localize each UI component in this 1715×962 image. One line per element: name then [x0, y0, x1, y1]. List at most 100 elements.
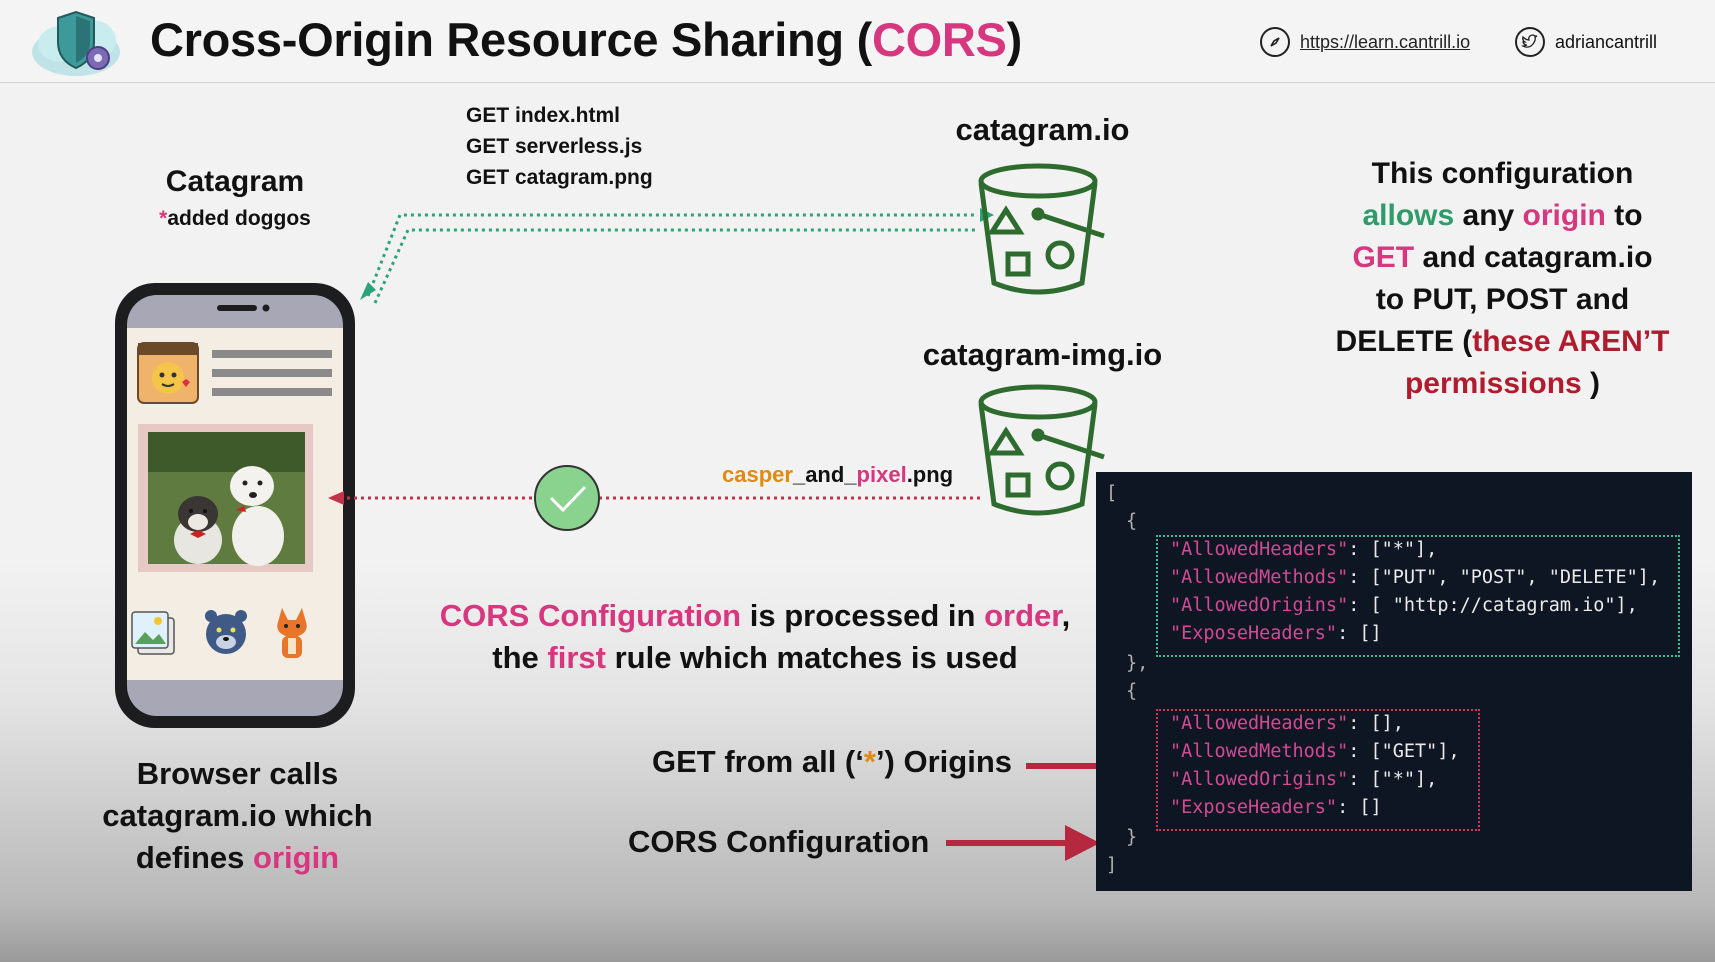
note-these-arent: these AREN’T — [1472, 325, 1670, 358]
filename-part1: casper — [722, 462, 793, 487]
code-value: : ["GET"], — [1348, 741, 1460, 762]
browser-line: defines origin — [80, 837, 395, 879]
code-line: "AllowedHeaders": ["*"], — [1170, 536, 1437, 564]
code-key: "ExposeHeaders" — [1170, 623, 1338, 644]
order-cors-config: CORS Configuration — [439, 598, 742, 633]
code-open-bracket: [ — [1106, 483, 1118, 504]
app-note-asterisk: * — [159, 207, 168, 230]
get-all-prefix: GET from all (‘ — [652, 744, 864, 779]
code-value: : [] — [1337, 797, 1382, 818]
filename-ext: .png — [906, 462, 954, 487]
order-first: first — [547, 640, 606, 675]
code-value: : [] — [1337, 623, 1382, 644]
code-line: "AllowedHeaders": [], — [1170, 710, 1404, 738]
bucket-catagram-icon — [978, 163, 1105, 295]
note-close: ) — [1581, 367, 1601, 400]
code-key: "AllowedHeaders" — [1170, 713, 1349, 734]
rule1-highlight — [1156, 535, 1680, 657]
code-key: "AllowedMethods" — [1170, 567, 1349, 588]
note-and-catagram: and catagram.io — [1414, 241, 1653, 274]
code-key: "ExposeHeaders" — [1170, 797, 1338, 818]
code-line: "AllowedMethods": ["GET"], — [1170, 738, 1460, 766]
title-suffix: ) — [1006, 13, 1023, 66]
note-line: DELETE (these AREN’T — [1320, 321, 1685, 363]
text-line — [212, 369, 332, 377]
site-link[interactable]: https://learn.cantrill.io — [1260, 26, 1470, 58]
request-item: GET serverless.js — [466, 135, 643, 158]
bucket-catagram-img-label: catagram-img.io — [922, 337, 1163, 372]
twitter-link[interactable]: adriancantrill — [1515, 26, 1657, 58]
code-key: "AllowedOrigins" — [1170, 769, 1349, 790]
code-value: : ["*"], — [1348, 539, 1438, 560]
code-line: "ExposeHeaders": [] — [1170, 794, 1382, 822]
get-all-suffix: ’) Origins — [875, 744, 1013, 779]
note-line: allows any origin to — [1320, 195, 1685, 237]
code-close-bracket: ] — [1106, 855, 1118, 876]
header-bar — [0, 0, 1715, 83]
code-open-brace: { — [1126, 511, 1138, 532]
cat-avatar-icon — [137, 342, 199, 404]
code-key: "AllowedOrigins" — [1170, 595, 1349, 616]
code-line: "AllowedOrigins": [ "http://catagram.io"… — [1170, 592, 1638, 620]
config-note: This configuration allows any origin to … — [1320, 153, 1685, 405]
cors-configuration-label: CORS Configuration — [628, 824, 930, 859]
order-order: order — [984, 598, 1062, 633]
order-rest: rule which matches is used — [605, 640, 1018, 675]
gallery-icon — [131, 611, 175, 655]
note-line: GET and catagram.io — [1320, 237, 1685, 279]
order-comma: , — [1061, 598, 1071, 633]
bucket-catagram-img-icon — [978, 384, 1105, 516]
course-logo — [32, 10, 120, 76]
code-line: "AllowedOrigins": ["*"], — [1170, 766, 1437, 794]
get-all-star: * — [863, 744, 876, 779]
note-any: any — [1454, 199, 1523, 232]
code-close-brace: }, — [1126, 653, 1149, 674]
phone-mockup — [115, 283, 355, 728]
browser-line: Browser calls — [136, 756, 339, 791]
rule2-highlight — [1156, 709, 1480, 831]
text-line — [212, 388, 332, 396]
note-line: This configuration — [1371, 157, 1634, 190]
twitter-handle: adriancantrill — [1555, 31, 1658, 52]
note-line: to PUT, POST and — [1375, 283, 1630, 316]
request-list: GET index.html GET serverless.js GET cat… — [466, 100, 653, 193]
code-value: : ["PUT", "POST", "DELETE"], — [1348, 567, 1661, 588]
browser-defines: defines — [135, 840, 254, 875]
request-arrow — [366, 213, 978, 304]
order-processed: is processed in — [741, 598, 985, 633]
code-value: : [ "http://catagram.io"], — [1348, 595, 1638, 616]
bucket-catagram-label: catagram.io — [955, 112, 1130, 147]
browser-origin: origin — [253, 840, 340, 875]
page-title: Cross-Origin Resource Sharing (CORS) — [150, 12, 1022, 67]
code-key: "AllowedHeaders" — [1170, 539, 1349, 560]
site-url[interactable]: https://learn.cantrill.io — [1300, 31, 1471, 52]
note-delete: DELETE ( — [1335, 325, 1473, 358]
title-highlight: CORS — [871, 13, 1007, 66]
app-name: Catagram — [165, 165, 305, 198]
code-key: "AllowedMethods" — [1170, 741, 1349, 762]
filename-sep: _and_ — [792, 462, 857, 487]
compass-icon — [1260, 27, 1290, 57]
title-prefix: Cross-Origin Resource Sharing ( — [150, 13, 872, 66]
image-response-arrow — [328, 491, 980, 505]
code-line: "AllowedMethods": ["PUT", "POST", "DELET… — [1170, 564, 1660, 592]
twitter-icon — [1515, 27, 1545, 57]
get-all-origins-label: GET from all (‘*’) Origins — [652, 744, 1012, 780]
code-value: : [], — [1348, 713, 1404, 734]
browser-line: catagram.io which — [102, 798, 373, 833]
order-line: CORS Configuration is processed in order… — [420, 595, 1090, 637]
processing-order-text: CORS Configuration is processed in order… — [420, 595, 1090, 679]
dog-photo — [138, 424, 313, 572]
image-filename: casper_and_pixel.png — [722, 462, 953, 488]
request-item: GET catagram.png — [466, 166, 653, 189]
code-open-brace: { — [1126, 681, 1138, 702]
filename-part2: pixel — [856, 462, 907, 487]
cors-config-arrow — [946, 825, 1100, 861]
note-to: to — [1605, 199, 1643, 232]
cors-json-code: [ { "AllowedHeaders": ["*"], "AllowedMet… — [1096, 472, 1692, 891]
request-item: GET index.html — [466, 104, 621, 127]
text-line — [212, 350, 332, 358]
code-line: "ExposeHeaders": [] — [1170, 620, 1382, 648]
fox-cat-icon — [277, 608, 307, 658]
browser-origin-text: Browser calls catagram.io which defines … — [80, 753, 395, 879]
